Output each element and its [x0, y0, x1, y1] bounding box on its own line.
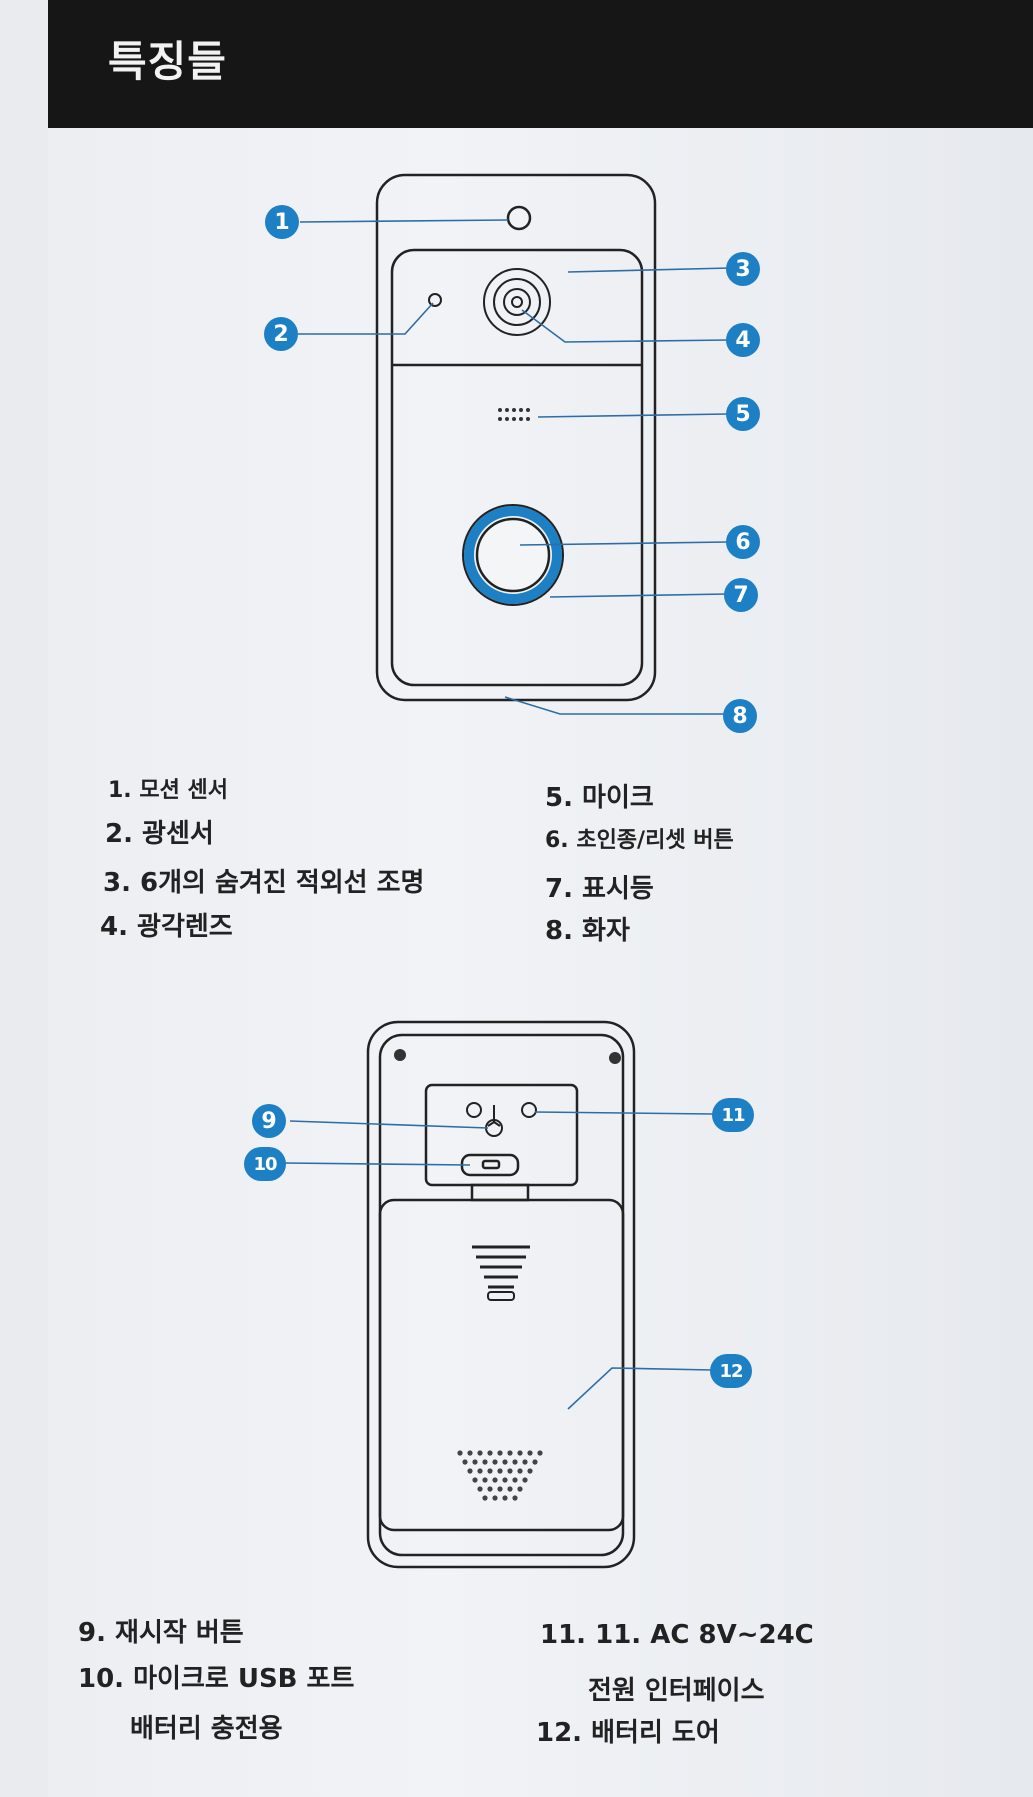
power-interface-icon — [521, 1102, 537, 1118]
feature-label-12: 12. 배터리 도어 — [536, 1718, 720, 1748]
callout-2: 2 — [264, 317, 298, 351]
callout-3: 3 — [726, 252, 760, 286]
feature-label-9: 9. 재시작 버튼 — [78, 1618, 244, 1648]
mount-hole-icon — [466, 1102, 482, 1118]
motion-sensor-icon — [506, 205, 532, 231]
microphone-icon — [498, 408, 530, 421]
feature-label-2: 2. 광센서 — [105, 819, 214, 849]
light-sensor-icon — [428, 293, 442, 307]
callout-10: 10 — [244, 1147, 286, 1181]
feature-label-8: 8. 화자 — [545, 916, 630, 946]
vent-icon — [472, 1245, 530, 1289]
feature-label-5: 5. 마이크 — [545, 783, 654, 813]
doorbell-button-icon — [475, 517, 551, 593]
front-panel-outline — [390, 248, 644, 687]
feature-label-4: 4. 광각렌즈 — [100, 912, 233, 942]
callout-12: 12 — [710, 1354, 752, 1388]
back-body-outline — [366, 1020, 636, 1569]
callout-5: 5 — [726, 397, 760, 431]
callout-7: 7 — [724, 578, 758, 612]
indicator-ring-icon — [464, 506, 562, 604]
feature-label-11: 11. 11. AC 8V~24C — [540, 1620, 814, 1650]
feature-label-11-line2: 전원 인터페이스 — [588, 1676, 765, 1706]
callout-8: 8 — [723, 699, 757, 733]
header-bar — [48, 0, 1033, 128]
feature-label-7: 7. 표시등 — [545, 874, 654, 904]
feature-label-10: 10. 마이크로 USB 포트 — [78, 1664, 355, 1694]
lens-icon — [483, 268, 551, 336]
front-body-outline — [375, 173, 657, 702]
screw-icon — [394, 1049, 406, 1061]
mount-bracket-outline — [424, 1083, 579, 1187]
screw-icon — [609, 1052, 621, 1064]
feature-label-1: 1. 모션 센서 — [108, 778, 228, 803]
feature-label-6: 6. 초인종/리셋 버튼 — [545, 828, 734, 853]
feature-label-3: 3. 6개의 숨겨진 적외선 조명 — [103, 868, 425, 898]
callout-4: 4 — [726, 323, 760, 357]
speaker-grille-icon — [457, 1450, 543, 1501]
battery-door-outline — [378, 1198, 625, 1532]
feature-label-10-line2: 배터리 충전용 — [130, 1714, 283, 1744]
micro-usb-port-icon — [460, 1153, 520, 1177]
callout-11: 11 — [712, 1098, 754, 1132]
callout-9: 9 — [252, 1104, 286, 1138]
callout-6: 6 — [726, 525, 760, 559]
callout-1: 1 — [265, 205, 299, 239]
page-title: 특징들 — [108, 37, 227, 86]
